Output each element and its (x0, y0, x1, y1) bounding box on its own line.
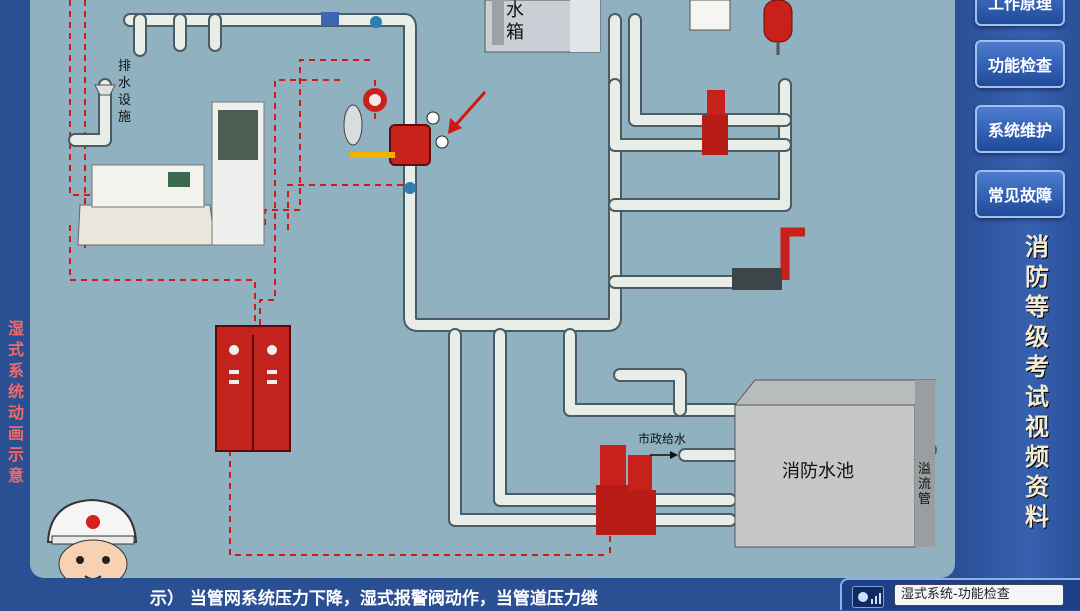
fire-pool-label: 消防水池 (782, 461, 854, 482)
nav-button-working-principle[interactable]: 工作原理 (975, 0, 1065, 26)
alarm-valve-icon (321, 12, 449, 194)
signal-lines (69, 0, 611, 556)
right-vertical-title: 消 防 等 级 考 试 视 频 资 料 (1025, 232, 1049, 531)
firefighter-mascot (40, 492, 145, 578)
status-panel: 湿式系统-功能检查 (840, 578, 1080, 610)
municipal-supply-label: 市政给水 (638, 432, 687, 446)
status-text-field: 湿式系统-功能检查 (894, 584, 1064, 606)
overflow-pipe-label: 溢 流 管 (918, 462, 932, 507)
right-nav-panel: 工作原理 功能检查 系统维护 常见故障 (957, 0, 1080, 608)
pump-control-cabinet-icon (215, 325, 291, 452)
pressure-tank-icon (763, 0, 793, 55)
drain-funnel-icon (94, 84, 116, 96)
municipal-arrowhead-icon (670, 451, 678, 459)
control-console-icon (77, 101, 265, 246)
fire-pump-lower-icon (596, 445, 656, 535)
diagram-svg (68, 0, 937, 556)
control-box-icon (689, 0, 731, 31)
hydrant-outlet-icon (732, 227, 805, 290)
left-vertical-title: 湿 式 系 统 动 画 示 意 (7, 319, 24, 485)
mascot-svg (46, 498, 138, 578)
water-tank-graphic (484, 0, 601, 53)
nav-button-system-maintenance[interactable]: 系统维护 (975, 105, 1065, 153)
fire-pool-graphic (733, 379, 937, 548)
water-tank-label: 水 箱 (506, 0, 524, 43)
nav-button-function-check[interactable]: 功能检查 (975, 40, 1065, 88)
fire-pump-upper-icon (702, 90, 728, 155)
drain-facility-label: 排 水 设 施 (118, 59, 132, 125)
narration-caption: 示） 当管网系统压力下降，湿式报警阀动作，当管道压力继 (150, 589, 598, 608)
speaker-svg (858, 592, 881, 604)
speaker-icon[interactable] (852, 586, 884, 608)
nav-button-common-faults[interactable]: 常见故障 (975, 170, 1065, 218)
pointer-arrow-icon (448, 91, 487, 134)
system-diagram: 水 箱 排 水 设 施 消防水池 市政给水 溢 流 管 (30, 0, 955, 578)
